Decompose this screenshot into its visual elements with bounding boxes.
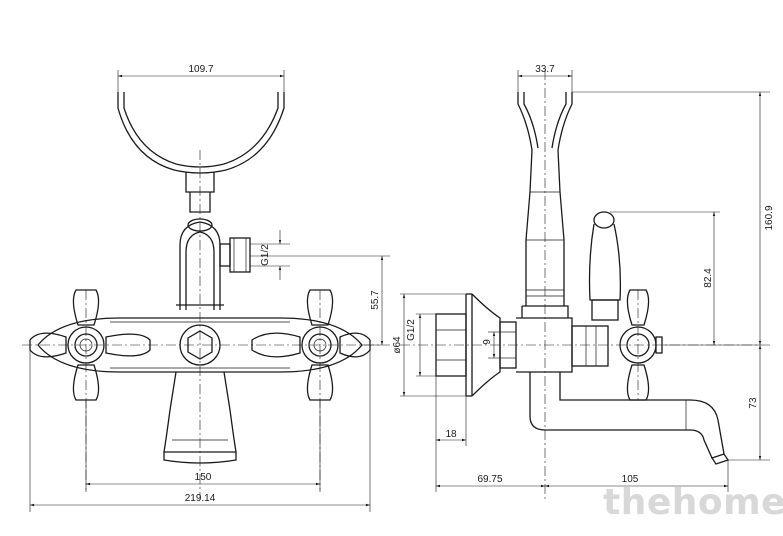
dim-front-overall-width: 219.14 xyxy=(185,493,216,504)
diverter-body-front xyxy=(176,218,224,310)
watermark-logo: thehome xyxy=(603,482,783,523)
dim-side-handle-height: 82.4 xyxy=(703,268,714,288)
spout-front xyxy=(163,371,237,464)
dim-side-projection-back: 69.75 xyxy=(477,474,502,485)
side-view: 33.7 160.9 82.4 73 G1/2 ø64 9 18 69.75 1… xyxy=(392,64,775,500)
left-cross-handle xyxy=(29,289,151,401)
dim-front-vertical-offset: 55.7 xyxy=(370,290,381,310)
dim-front-centers: 150 xyxy=(195,472,212,483)
side-dimensions xyxy=(400,70,770,492)
shower-cradle-front xyxy=(117,92,285,213)
dim-side-cradle-width: 33.7 xyxy=(535,64,555,75)
side-cross-handle xyxy=(619,289,663,401)
dim-side-spout-reach: 105 xyxy=(622,474,639,485)
front-view: 109.7 G1/2 55.7 150 219.14 xyxy=(22,64,390,512)
connector-nut-side xyxy=(499,321,517,369)
shower-cradle-side xyxy=(517,92,573,306)
dim-side-spout-drop: 73 xyxy=(748,397,759,409)
dim-side-inlet-thread: G1/2 xyxy=(406,319,417,341)
dim-side-total-height: 160.9 xyxy=(764,205,775,230)
dim-side-flange-diameter: ø64 xyxy=(392,336,403,354)
dim-side-thread-length: 9 xyxy=(482,339,493,345)
dim-front-outlet-thread: G1/2 xyxy=(260,244,271,266)
mixer-body-side xyxy=(516,305,609,373)
diverter-lever-side xyxy=(588,211,622,321)
dim-front-cradle-width: 109.7 xyxy=(188,64,213,75)
front-dimensions xyxy=(29,70,390,512)
dim-side-flange-depth: 18 xyxy=(445,429,457,440)
outlet-connector-front xyxy=(219,237,251,273)
spout-side xyxy=(529,372,730,465)
